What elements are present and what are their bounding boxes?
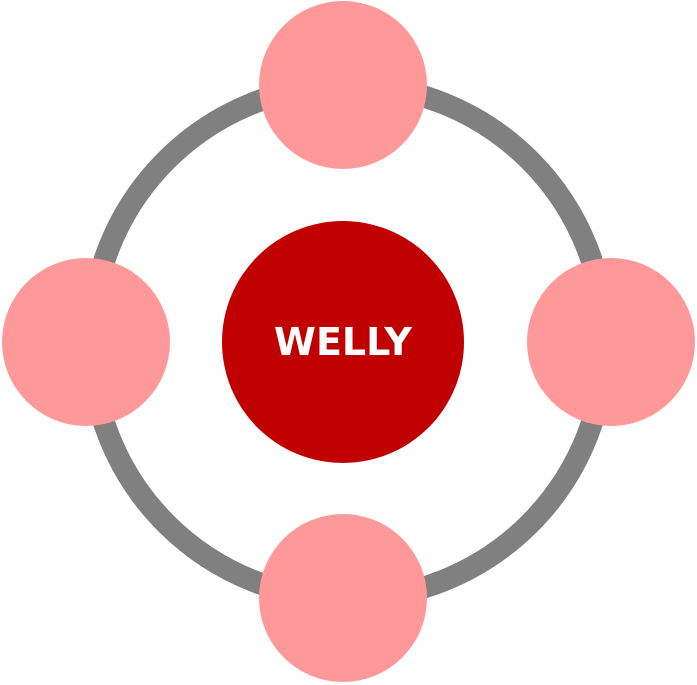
- center-circle: [222, 221, 464, 463]
- satellite-node-left: [2, 258, 170, 426]
- center-label: WELLY: [274, 320, 412, 364]
- satellite-node-top: [259, 1, 427, 169]
- satellite-node-right: [527, 258, 695, 426]
- satellite-node-bottom: [259, 514, 427, 682]
